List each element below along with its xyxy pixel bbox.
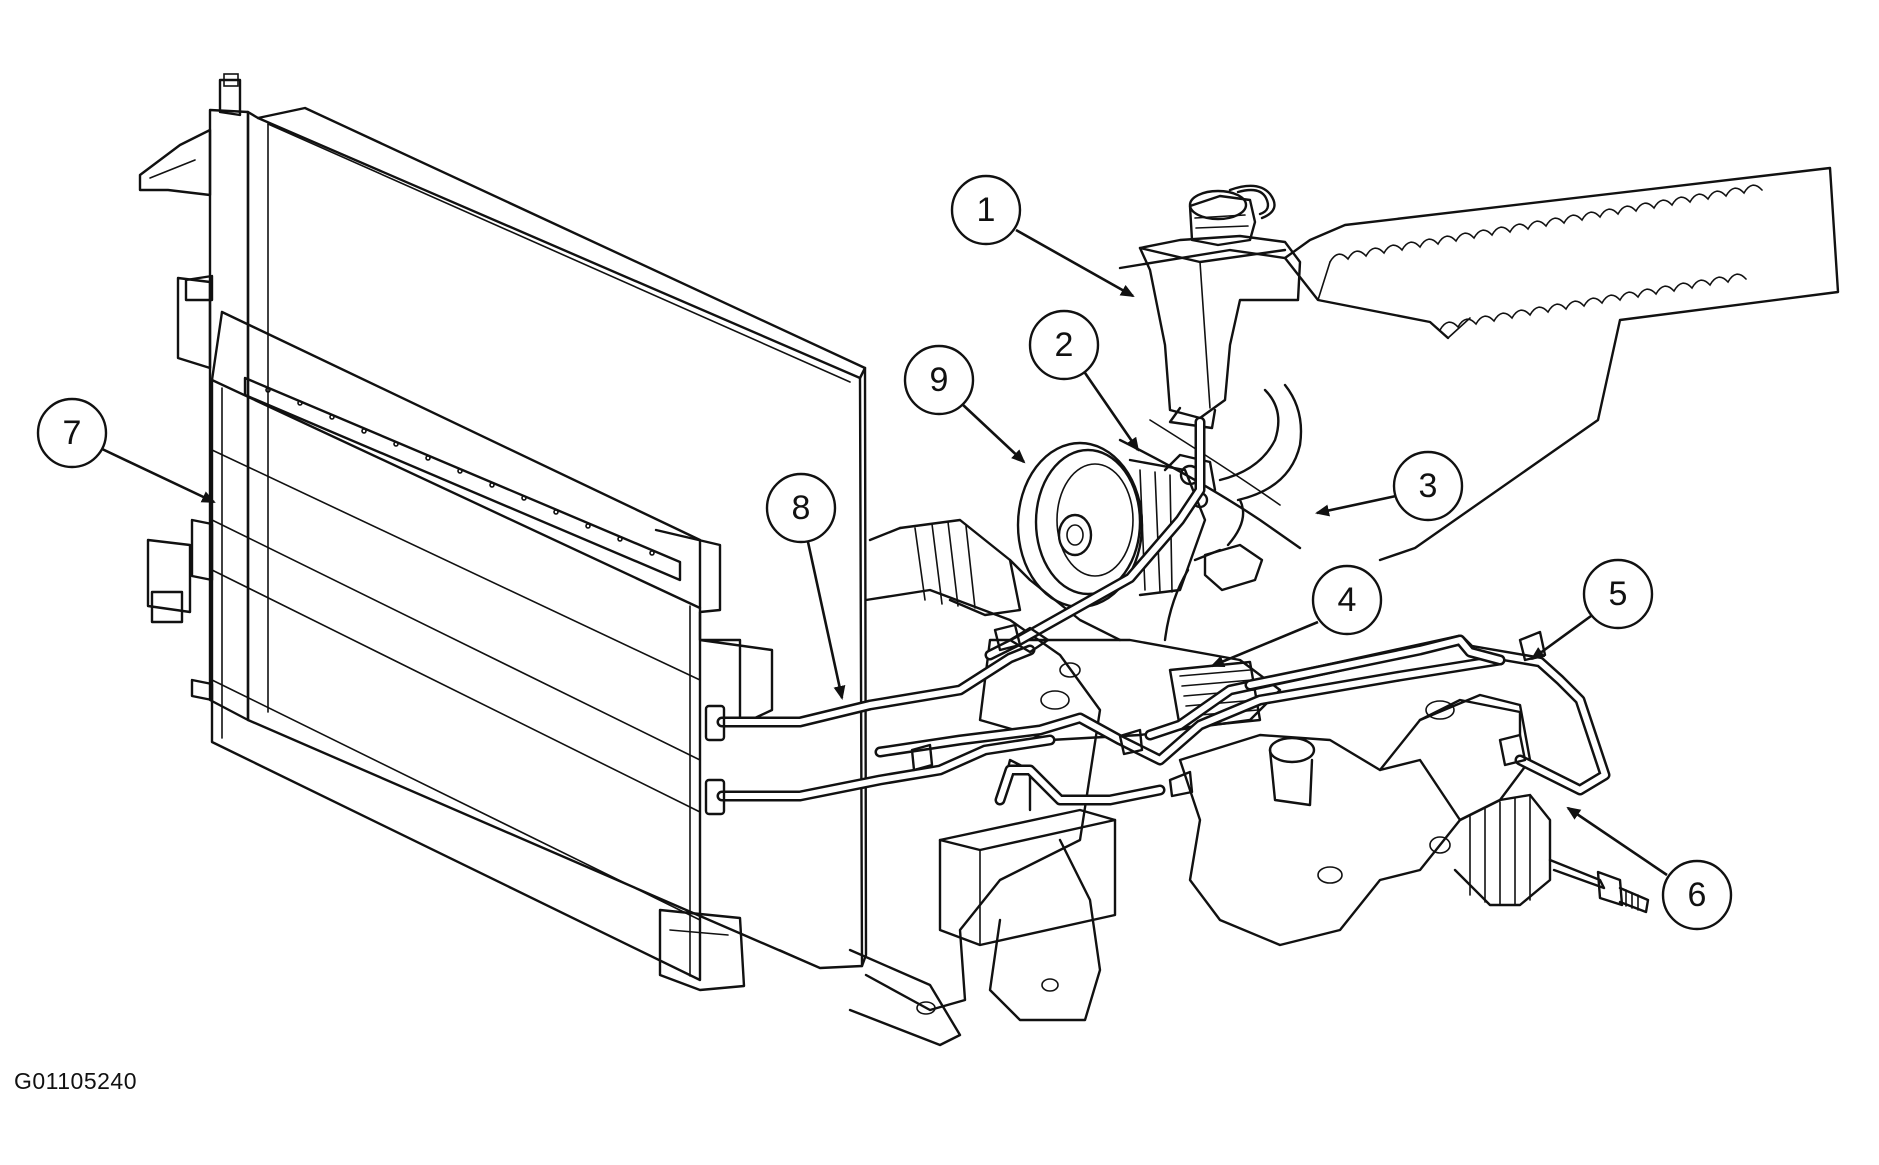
radiator (138, 73, 868, 970)
callout-3-label: 3 (1419, 467, 1438, 505)
rack-boot (868, 518, 1282, 742)
callout-2: 2 (1028, 309, 1140, 452)
callout-1-label: 1 (977, 191, 996, 229)
return-hose (1163, 383, 1303, 642)
pressure-lines (704, 623, 1611, 816)
callout-3: 3 (1315, 450, 1464, 522)
callout-7-label: 7 (63, 414, 82, 452)
power-steering-pump (1016, 441, 1217, 609)
callout-7: 7 (36, 397, 216, 504)
callout-9-label: 9 (930, 361, 949, 399)
subframe (848, 588, 1650, 1047)
callout-5-label: 5 (1609, 575, 1628, 613)
frame-rail (1118, 166, 1840, 562)
figure-id: G01105240 (14, 1068, 138, 1094)
callout-4-label: 4 (1338, 581, 1357, 619)
callout-4: 4 (1210, 564, 1383, 668)
callout-8-label: 8 (792, 489, 811, 527)
callout-6: 6 (1566, 806, 1733, 931)
callout-9: 9 (903, 344, 1026, 464)
callout-5: 5 (1530, 558, 1654, 661)
callout-6-label: 6 (1688, 876, 1707, 914)
oil-cooler (146, 276, 774, 992)
callout-8: 8 (765, 472, 846, 700)
callout-1: 1 (950, 174, 1135, 298)
callout-2-label: 2 (1055, 326, 1074, 364)
